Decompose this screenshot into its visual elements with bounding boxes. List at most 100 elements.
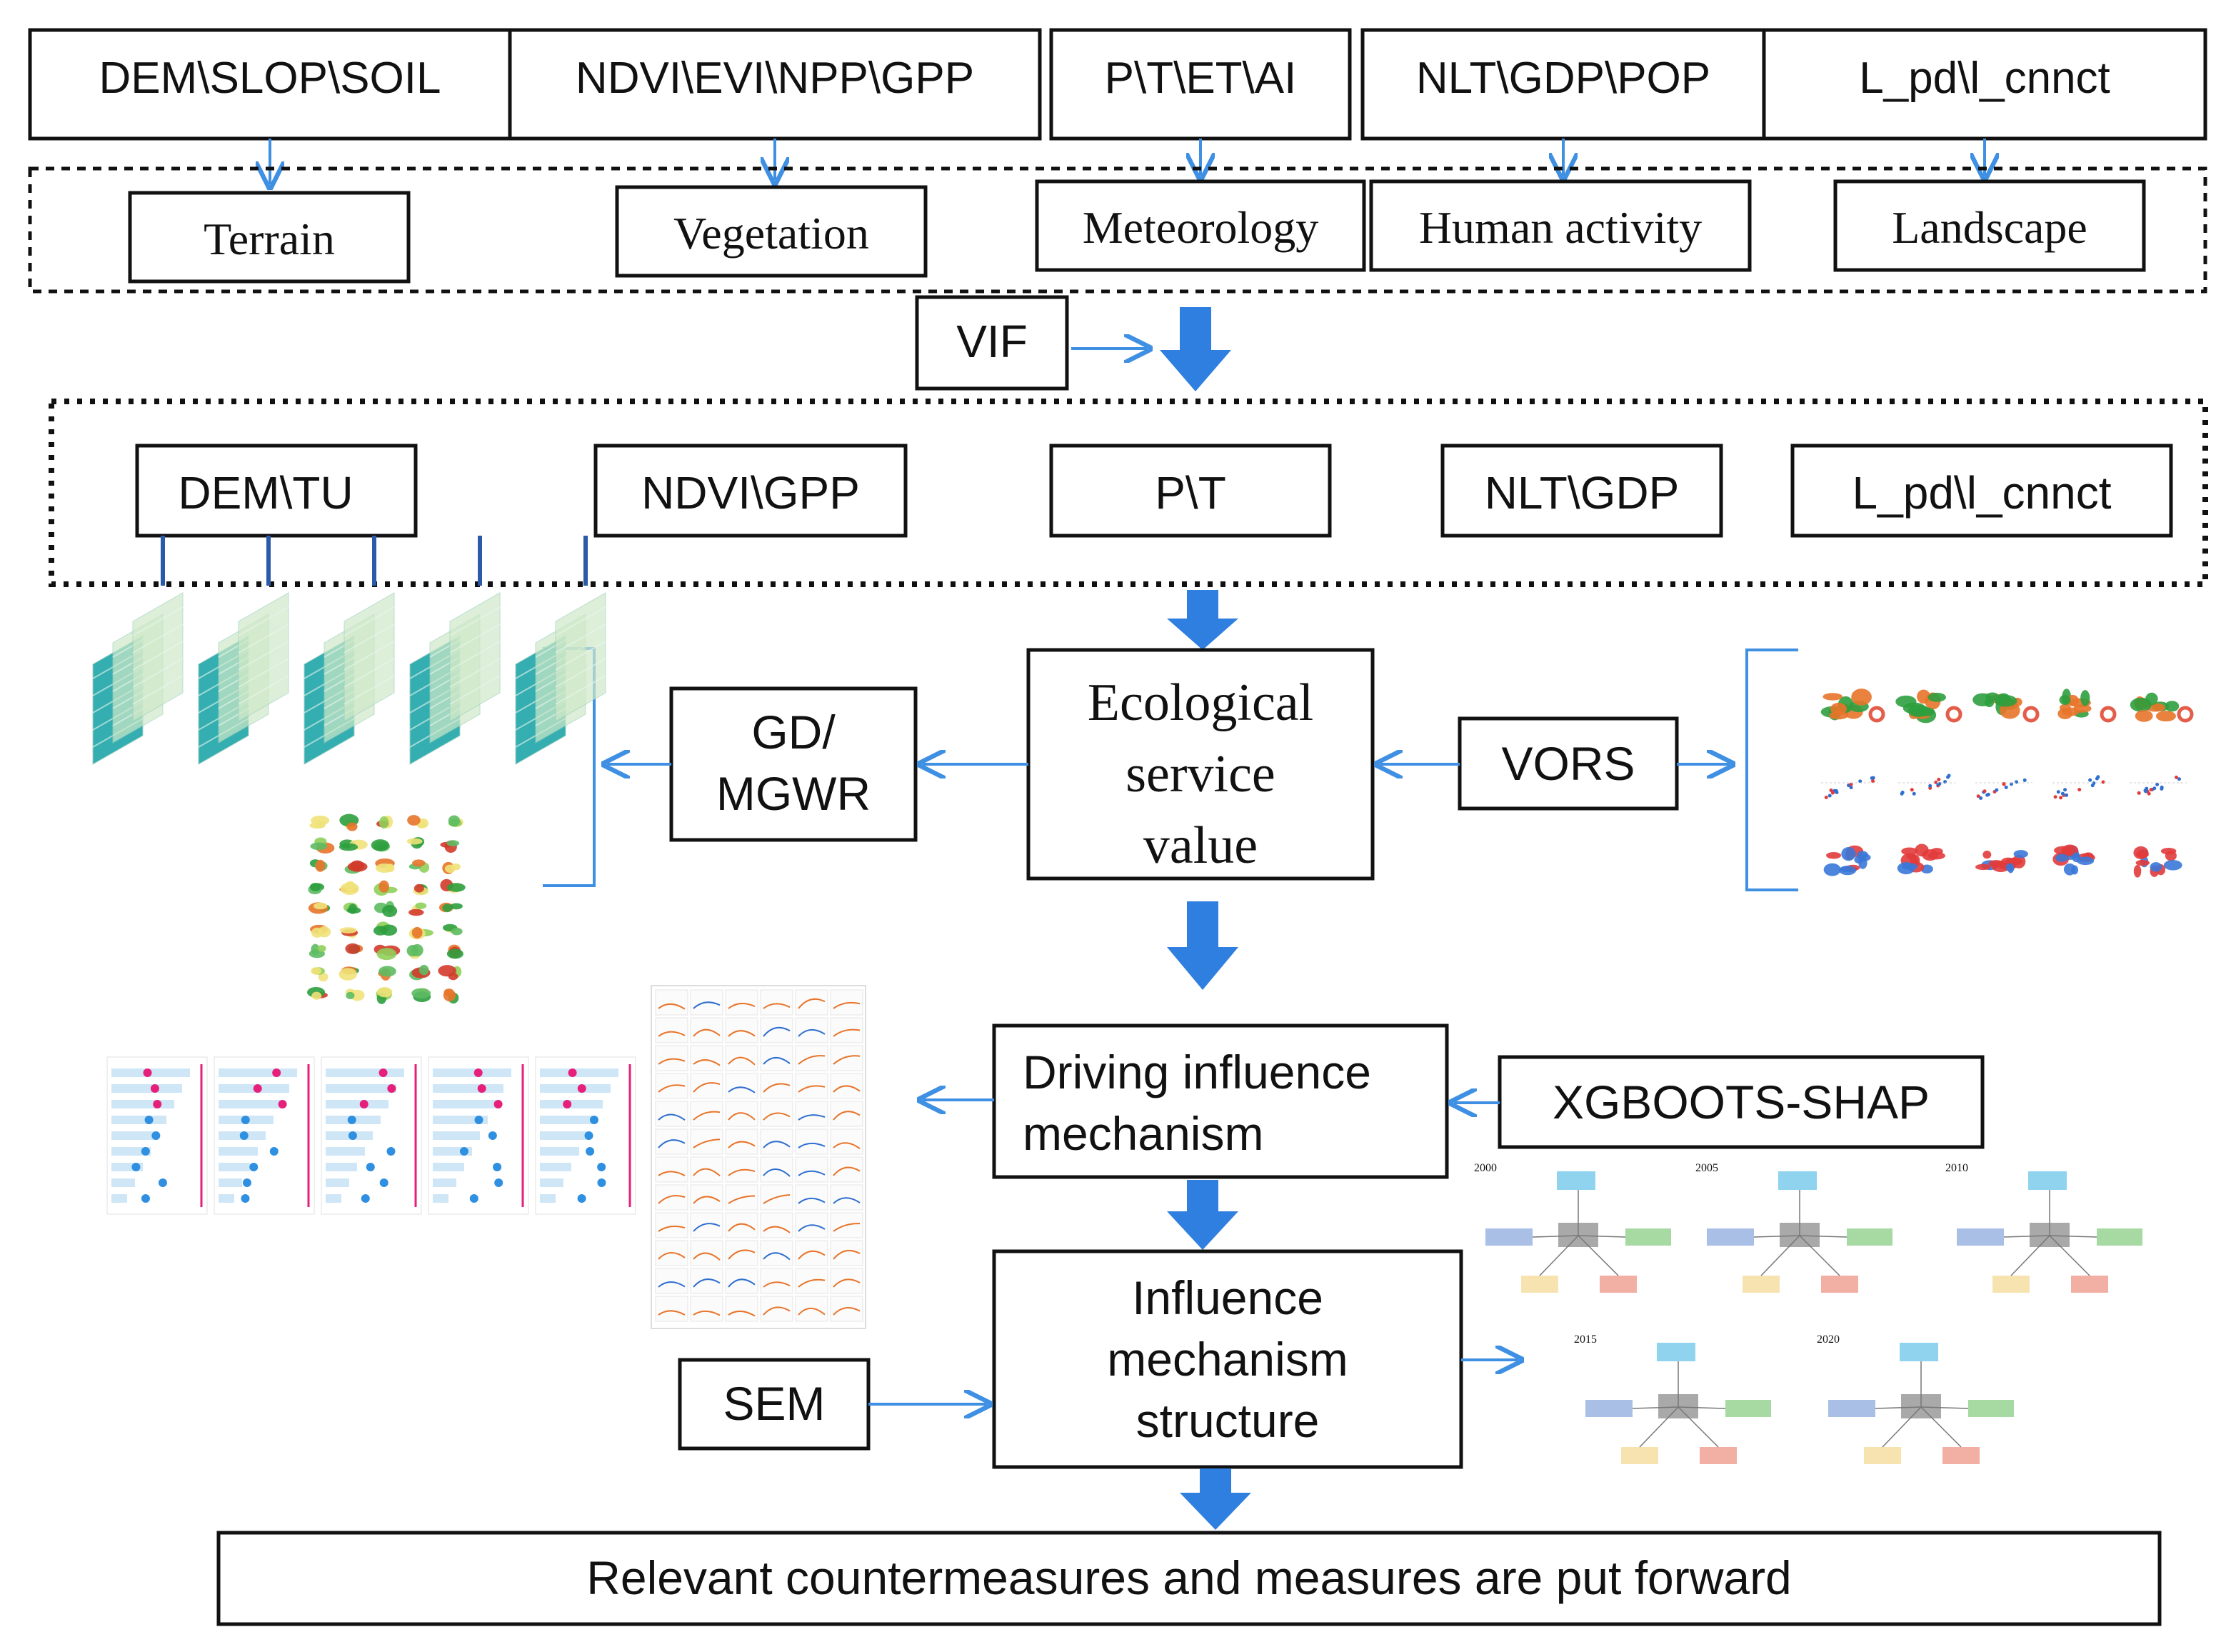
sem-year-label: 2010 — [1945, 1162, 1968, 1174]
selected-label-2: NDVI\GPP — [641, 467, 860, 519]
shap-dot — [577, 1194, 586, 1203]
map-patch — [418, 964, 429, 976]
heatmap-colorbar — [372, 536, 376, 586]
influence-line2: mechanism — [1107, 1333, 1348, 1386]
dependence-curve — [763, 1003, 791, 1009]
dependence-cell — [725, 989, 758, 1016]
sem-node-landscape — [1521, 1276, 1558, 1293]
sem-path — [1678, 1406, 1719, 1448]
shap-dot — [158, 1178, 167, 1187]
heatmap-colorbar — [266, 536, 271, 586]
shap-dot — [366, 1163, 375, 1171]
vors-map-patch — [2165, 701, 2180, 712]
sem-path — [1920, 1406, 1962, 1448]
vors-box — [1458, 716, 1679, 811]
selected-box-3 — [1049, 444, 1332, 538]
vors-donut — [2177, 706, 2194, 723]
map-patch — [317, 945, 326, 952]
sem-node-vegetation — [1625, 1228, 1671, 1246]
dependence-curve — [658, 1113, 686, 1121]
dependence-cell — [830, 1045, 863, 1071]
category-box-landscape — [1833, 179, 2146, 272]
shap-dot — [378, 1068, 388, 1077]
heatmap-layer — [344, 592, 395, 722]
dependence-curve — [798, 1250, 826, 1260]
shap-bar — [326, 1068, 404, 1077]
sem-node-landscape — [1992, 1276, 2030, 1293]
dependence-curve — [728, 1168, 756, 1176]
vors-map-patch — [2073, 704, 2092, 713]
dependence-cell — [795, 1045, 828, 1071]
vors-map-patch — [2080, 690, 2090, 706]
vors-lisa-patch — [1841, 846, 1856, 861]
dependence-curve — [763, 1226, 791, 1233]
shap-bar — [111, 1147, 151, 1156]
heatmap-gridline — [555, 675, 606, 705]
shap-dot — [253, 1084, 262, 1093]
shap-dot — [494, 1178, 503, 1187]
xgb-label: XGBOOTS-SHAP — [1553, 1076, 1930, 1128]
vors-scatter-point — [2155, 782, 2160, 786]
dependence-curve — [833, 1223, 861, 1232]
big-down-arrow — [1180, 1468, 1251, 1530]
heatmap-colorbar — [583, 536, 588, 586]
dependence-curve — [833, 1197, 861, 1204]
sem-path — [2049, 1235, 2097, 1238]
shap-bar — [219, 1178, 242, 1187]
vors-lisa-patch — [2136, 851, 2149, 858]
dependence-cell — [690, 1268, 723, 1294]
sem-year-label: 2015 — [1574, 1333, 1597, 1346]
dependence-cell — [830, 1296, 863, 1322]
vors-scatter-point — [2144, 789, 2148, 794]
sem-path — [1678, 1406, 1726, 1409]
sem-node-human — [1600, 1276, 1637, 1293]
shap-dot — [272, 1068, 281, 1077]
category-box-meteorology — [1035, 179, 1366, 272]
heatmap-gridline — [555, 624, 606, 654]
map-patch — [411, 988, 431, 998]
shap-bar — [219, 1100, 281, 1108]
map-patch — [339, 843, 359, 851]
vors-scatter-point — [1824, 795, 1828, 799]
indicator-label-landscape: L_pd\l_cnnct — [1859, 54, 2110, 103]
map-patch — [315, 859, 326, 872]
vors-scatter-point — [2177, 777, 2182, 781]
map-patch — [385, 863, 395, 873]
dependence-cell — [760, 1073, 793, 1099]
indicator-box-terrain — [28, 28, 512, 141]
shap-dot — [144, 1116, 154, 1124]
sem-node-meteorology — [1485, 1228, 1533, 1246]
indicator-label-terrain: DEM\SLOP\SOIL — [99, 54, 441, 103]
map-patch — [450, 903, 463, 910]
map-patch — [346, 822, 358, 831]
sem-path — [1753, 1235, 1800, 1238]
heatmap-layer — [555, 592, 606, 722]
heatmap-gridline — [449, 641, 501, 671]
dependence-curve — [833, 1001, 861, 1009]
heatmap-gridline — [238, 675, 289, 705]
dependence-curve — [763, 1112, 791, 1121]
shap-dot — [153, 1100, 162, 1108]
vors-donut — [2100, 706, 2117, 723]
shap-bar — [326, 1100, 388, 1108]
selected-box-1 — [135, 444, 418, 538]
vors-scatter-point — [2095, 776, 2099, 781]
map-patch — [446, 948, 463, 959]
dependence-curve — [798, 1170, 826, 1176]
shap-bar — [111, 1131, 159, 1140]
vors-scatter-point — [1849, 786, 1853, 790]
dependence-curve — [798, 1028, 826, 1037]
map-patch — [446, 840, 460, 847]
shap-dot — [469, 1194, 478, 1203]
vors-lisa-patch — [2012, 854, 2026, 868]
heatmap-gridline — [449, 606, 501, 636]
heatmap-layer — [132, 592, 184, 722]
shap-dot — [493, 1100, 503, 1108]
sem-node-human — [1700, 1447, 1737, 1464]
category-label-terrain: Terrain — [204, 214, 335, 264]
shap-bar — [540, 1068, 618, 1077]
heatmap-gridline — [238, 658, 289, 688]
dependence-cell — [795, 989, 828, 1016]
vors-scatter-point — [1830, 791, 1835, 795]
sem-path — [1920, 1406, 1969, 1409]
